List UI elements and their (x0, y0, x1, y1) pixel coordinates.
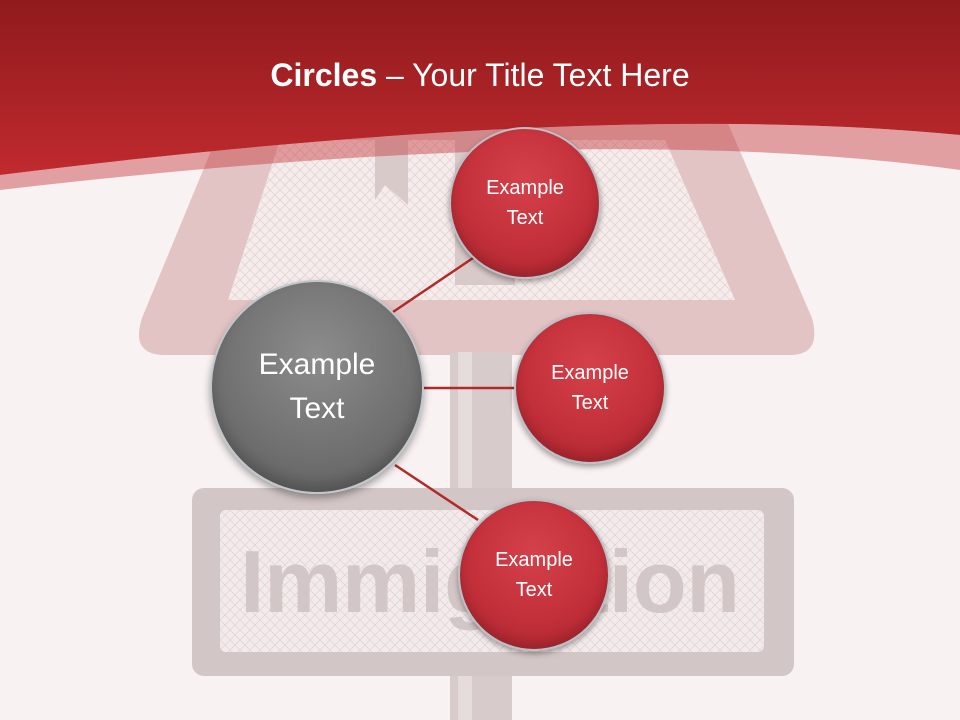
circle-bottom[interactable]: Example Text (458, 499, 610, 651)
circle-top-label: Example Text (486, 177, 564, 229)
center-circle-label: Example Text (258, 348, 376, 425)
title-bold: Circles (270, 57, 378, 93)
slide-title: Circles – Your Title Text Here (0, 50, 960, 100)
circle-top[interactable]: Example Text (449, 127, 601, 279)
connector-lines (392, 254, 516, 522)
circle-middle[interactable]: Example Text (514, 312, 666, 464)
circle-middle-label: Example Text (551, 362, 629, 414)
title-rest: – Your Title Text Here (377, 57, 690, 93)
center-circle[interactable]: Example Text (210, 280, 424, 494)
circle-bottom-label: Example Text (495, 549, 573, 601)
title-banner (0, 0, 960, 175)
